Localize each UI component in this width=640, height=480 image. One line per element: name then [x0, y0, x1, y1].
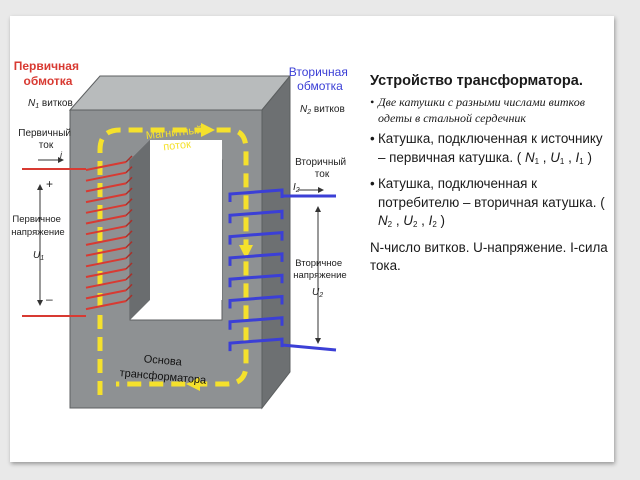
primary-current-symbol: i [60, 150, 63, 160]
plus-sign: + [46, 177, 53, 191]
secondary-coil-turn [228, 252, 284, 266]
bullet-marker: • [370, 95, 375, 109]
secondary-voltage-label: Вторичное напряжение [293, 258, 346, 281]
primary-coil-turn-back [125, 283, 133, 291]
bullet-text: Катушка, подключенная к источнику – перв… [378, 131, 603, 165]
flux-arrow-icon [239, 245, 253, 259]
primary-coil-turn-back [125, 198, 133, 206]
core-top-face [68, 75, 292, 111]
core-window [150, 140, 222, 300]
primary-winding-title: Первичная обмотка [14, 59, 83, 88]
primary-coil-turn [85, 171, 127, 182]
bullet-item: •Две катушки с разными числами витков од… [370, 95, 612, 126]
secondary-coil-turn [228, 209, 284, 224]
primary-coil-turn [85, 268, 127, 278]
formula-n: N2 [378, 213, 393, 229]
primary-coil-turn [85, 214, 127, 225]
flux-arrow-icon [201, 123, 215, 137]
bullet-marker: • [370, 131, 375, 146]
primary-coil-turn-back [125, 208, 133, 217]
secondary-coil-turn [228, 337, 284, 352]
secondary-coil-turn [228, 188, 284, 202]
secondary-turns-label: N2 витков [300, 104, 345, 116]
bullet-item: •Катушка, подключенная к потребителю – в… [370, 176, 605, 229]
arrow-head-icon [58, 157, 64, 163]
bullet-item: •Катушка, подключенная к источнику – пер… [370, 131, 603, 166]
primary-coil-turn-back [125, 166, 133, 174]
arrow-head-icon [318, 187, 324, 193]
secondary-voltage-symbol: U2 [312, 287, 323, 299]
formula-u: U2 [403, 213, 418, 229]
primary-coil-turn-back [125, 176, 133, 184]
formula-u: U1 [550, 149, 565, 166]
slide-title: Устройство трансформатора. [370, 73, 583, 89]
arrow-up-icon [37, 184, 43, 190]
primary-coil-turn [85, 278, 127, 289]
bullet-marker: • [370, 176, 375, 191]
primary-coil-turn-back [125, 262, 133, 270]
text-panel: Устройство трансформатора. •Две катушки … [370, 72, 612, 280]
secondary-wire-bottom [281, 343, 337, 352]
primary-coil-turn-back [125, 219, 133, 227]
formula-i: I1 [575, 149, 584, 166]
magnetic-flux-path [97, 127, 249, 395]
secondary-coil-turn [228, 316, 284, 330]
formula-i: I2 [428, 213, 437, 229]
arrow-down-icon [315, 338, 321, 344]
primary-coil-turn [85, 300, 127, 311]
primary-coil-turn-back [125, 273, 133, 281]
primary-coil-turn [85, 235, 127, 246]
primary-voltage-symbol: U1 [33, 250, 44, 262]
primary-coil-turn [85, 193, 127, 204]
minus-sign: – [46, 292, 53, 306]
secondary-coil [228, 188, 284, 352]
flux-arrow-icon [186, 377, 200, 391]
secondary-current-symbol: I2 [293, 182, 300, 194]
core-window-depth-side [130, 140, 150, 320]
primary-coil [85, 155, 133, 311]
bullet-item: N-число витков. U-напряжение. I-сила ток… [370, 239, 612, 276]
primary-coil-turn [85, 225, 127, 236]
bullet-text: Две катушки с разными числами витков оде… [378, 95, 585, 125]
primary-voltage-label: Первичное напряжение [11, 214, 64, 238]
primary-coil-turn-back [125, 155, 133, 163]
primary-coil-turn [85, 289, 127, 300]
primary-coil-turn [85, 182, 127, 193]
primary-coil-turn [85, 246, 127, 257]
magnetic-flux-label: Магнитный поток [145, 124, 207, 155]
primary-coil-turn-back [125, 294, 133, 302]
primary-turns-label: N1 витков [28, 98, 73, 110]
arrow-up-icon [315, 206, 321, 212]
secondary-coil-turn [228, 273, 284, 288]
primary-current-label: Первичный ток [18, 128, 74, 151]
secondary-winding-title: Вторичная обмотка [289, 65, 351, 93]
arrow-down-icon [37, 300, 43, 306]
primary-coil-turn-back [125, 187, 133, 195]
bullet-text: N-число витков. U-напряжение. I-сила ток… [370, 239, 608, 274]
primary-coil-turn-back [125, 230, 133, 238]
primary-coil-turn [85, 203, 127, 214]
formula-n: N1 [524, 149, 540, 166]
secondary-coil-turn [228, 230, 284, 245]
primary-coil-turn-back [125, 251, 133, 259]
primary-coil-turn [85, 257, 127, 268]
bullet-text: Катушка, подключенная к потребителю – вт… [378, 176, 605, 210]
core-side-face [261, 74, 291, 410]
secondary-current-label: Вторичный ток [295, 157, 349, 180]
primary-coil-turn-back [125, 241, 133, 249]
secondary-coil-turn [228, 294, 284, 309]
primary-coil-turn [85, 161, 127, 171]
